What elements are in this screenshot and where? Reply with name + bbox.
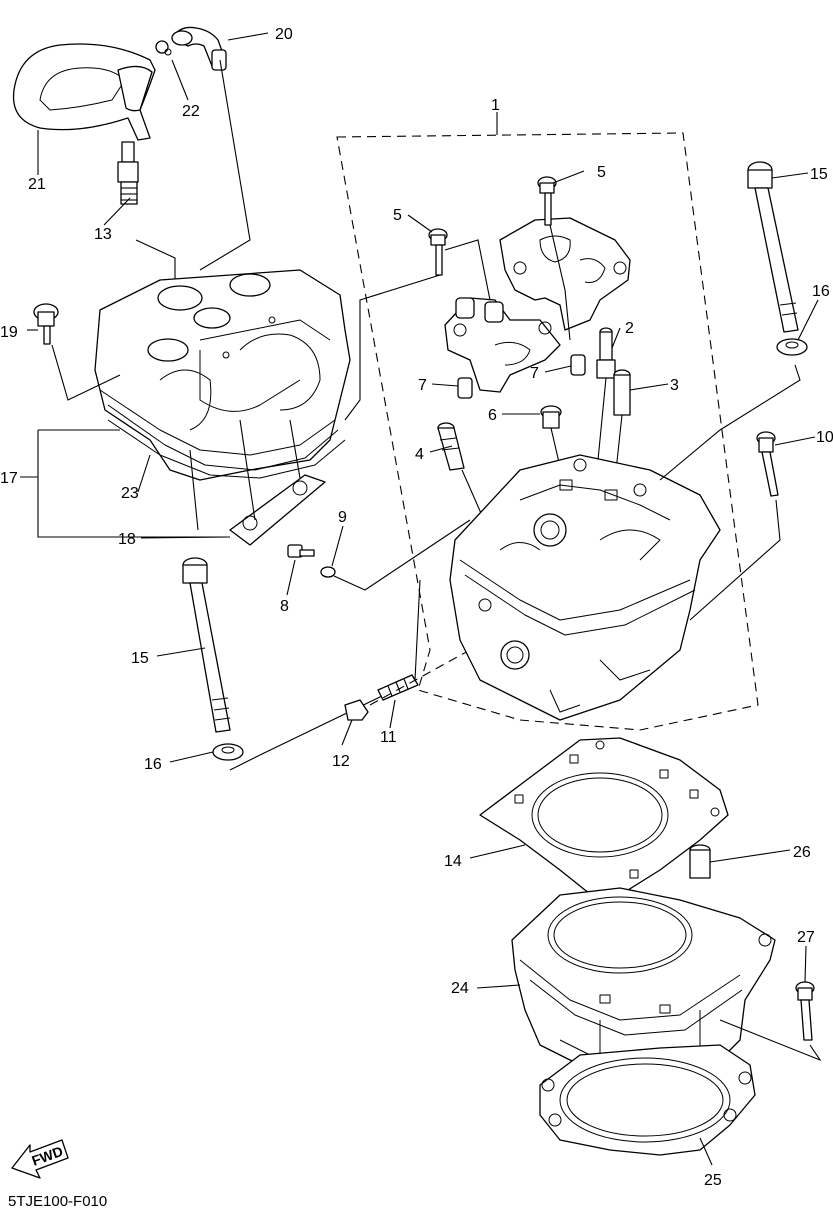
callout-14: 14 xyxy=(444,853,462,870)
callout-24: 24 xyxy=(451,980,469,997)
cap-bolt-upper xyxy=(537,176,557,226)
callout-25: 25 xyxy=(704,1172,722,1189)
callout-7a: 7 xyxy=(418,377,427,394)
plug-6 xyxy=(540,405,562,429)
cylinder-head-cover xyxy=(94,269,351,481)
cap-bolt-left xyxy=(428,228,448,276)
callout-16a: 16 xyxy=(812,283,830,300)
washer-9 xyxy=(320,566,336,578)
fitting-2 xyxy=(596,327,616,379)
callout-1: 1 xyxy=(491,97,500,114)
dowel-26 xyxy=(689,844,711,879)
callout-6: 6 xyxy=(488,407,497,424)
cover-gasket xyxy=(107,419,346,479)
callout-16b: 16 xyxy=(144,756,162,773)
head-bolt-right xyxy=(747,161,799,333)
cylinder-base-gasket xyxy=(539,1044,756,1156)
washer-16-right xyxy=(776,338,808,356)
callout-15a: 15 xyxy=(810,166,828,183)
cylinder-head xyxy=(449,454,721,721)
callout-10: 10 xyxy=(816,429,833,446)
callout-19: 19 xyxy=(0,324,18,341)
cover-plate xyxy=(229,474,326,546)
dowel-pin-7b xyxy=(570,354,586,376)
cylinder-head-gasket xyxy=(479,737,729,901)
camshaft-cap-upper xyxy=(499,217,631,331)
callout-8: 8 xyxy=(280,598,289,615)
callout-21: 21 xyxy=(28,176,46,193)
callout-3: 3 xyxy=(670,377,679,394)
breather-hose xyxy=(12,43,156,141)
forward-arrow-icon: FWD xyxy=(11,1139,69,1179)
cover-bolt xyxy=(33,303,59,345)
hose-clip xyxy=(155,40,172,56)
callout-4: 4 xyxy=(415,446,424,463)
callout-5b: 5 xyxy=(393,207,402,224)
callout-13: 13 xyxy=(94,226,112,243)
bolt-10 xyxy=(756,431,779,497)
camshaft-cap-lower xyxy=(444,297,561,393)
nut-12 xyxy=(344,699,369,721)
leader-lines xyxy=(20,32,819,1166)
pipe-4 xyxy=(437,422,465,471)
callout-12: 12 xyxy=(332,753,350,770)
dowel-pin-7a xyxy=(457,377,473,399)
stud-bolt-11 xyxy=(377,674,419,701)
bolt-8 xyxy=(287,544,315,558)
breather-hose-elbow xyxy=(171,26,227,71)
callout-27: 27 xyxy=(797,929,815,946)
callout-23: 23 xyxy=(121,485,139,502)
callout-22: 22 xyxy=(182,103,200,120)
callout-11: 11 xyxy=(380,729,397,746)
head-bolt-left xyxy=(182,557,231,733)
callout-7b: 7 xyxy=(530,365,539,382)
washer-16-left xyxy=(212,743,244,761)
pipe-3 xyxy=(613,369,631,416)
callout-15b: 15 xyxy=(131,650,149,667)
callout-20: 20 xyxy=(275,26,293,43)
callout-9: 9 xyxy=(338,509,347,526)
callout-17: 17 xyxy=(0,470,18,487)
callout-2: 2 xyxy=(625,320,634,337)
bolt-27 xyxy=(795,981,815,1041)
callout-5a: 5 xyxy=(597,164,606,181)
callout-26: 26 xyxy=(793,844,811,861)
callout-labels: 1 2 3 4 5 5 6 7 7 8 9 10 11 12 13 14 15 … xyxy=(0,26,833,1189)
diagram-code: 5TJE100-F010 xyxy=(8,1193,107,1210)
cylinder-head-group-outline xyxy=(336,132,759,731)
spark-plug xyxy=(117,141,139,205)
callout-18: 18 xyxy=(118,531,136,548)
